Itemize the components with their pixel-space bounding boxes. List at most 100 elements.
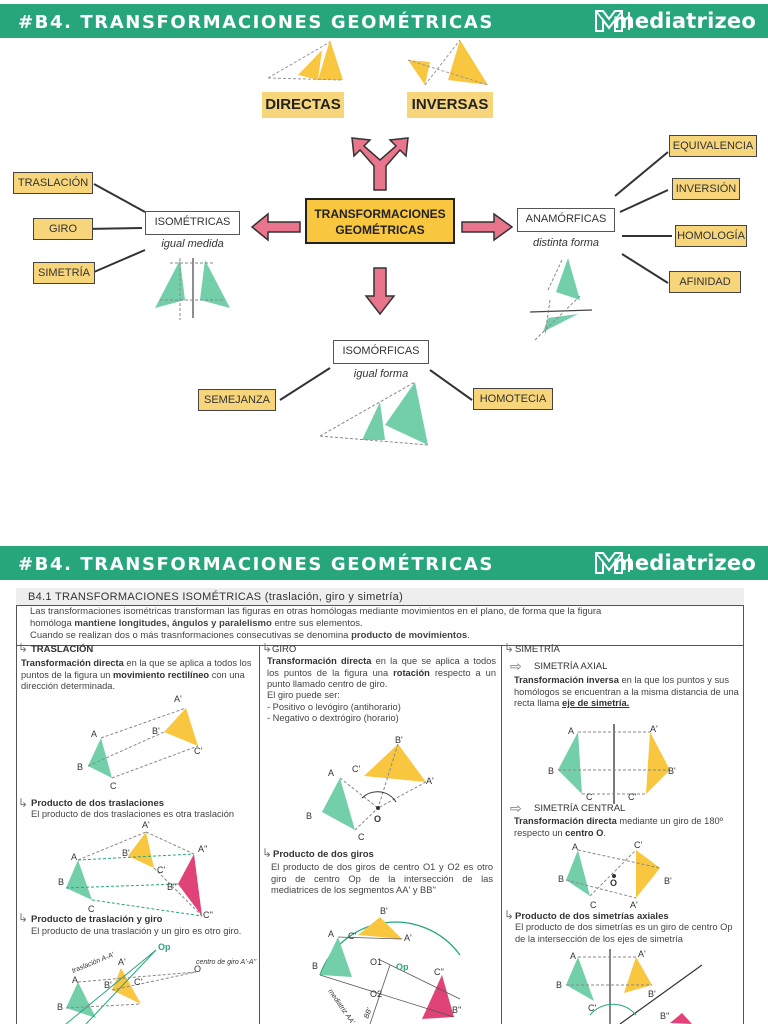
central-t2: mediante un giro de 180º respecto un	[514, 816, 724, 838]
pt-a1: A'	[650, 724, 658, 734]
inversas-label: INVERSAS	[407, 92, 493, 118]
giro-p1-title: Producto de dos giros	[273, 849, 374, 860]
header-separator-2	[628, 554, 630, 572]
section-arrow-icon: ↳	[504, 641, 515, 655]
giro-types: El giro puede ser: - Positivo o levógiro…	[267, 690, 496, 725]
pt-b: B	[306, 811, 312, 821]
pt-a: A	[91, 729, 97, 739]
arrow-right-icon	[461, 212, 514, 242]
central-title: SIMETRÍA CENTRAL	[534, 803, 626, 814]
axial-t1: Transformación inversa	[514, 675, 619, 685]
pt-a1: A'	[174, 694, 182, 704]
pt-b1: B'	[104, 980, 112, 990]
mediatriz-label: mediatriz AA'	[326, 988, 355, 1024]
intro2-b: mantiene longitudes, ángulos y paralelis…	[74, 618, 272, 629]
pt-c1: C'	[348, 931, 356, 941]
tras-p1-title: Producto de dos traslaciones	[31, 798, 165, 809]
simetria-axial-figure: A B C A' B' C'	[548, 724, 676, 804]
giro-center-label: centro de giro A'-A''	[196, 959, 257, 966]
section-arrow-icon: ↳	[504, 908, 515, 922]
op-label: Op	[158, 942, 171, 952]
tras-t4: con una dirección determinada.	[21, 669, 245, 692]
section-arrow-icon: ↳	[262, 641, 273, 655]
pt-c2: C''	[203, 910, 213, 920]
simetria-central-figure: A B C C' B' A' O	[558, 840, 672, 910]
tras-label: traslación A-A'	[71, 951, 116, 974]
pt-o: O	[374, 814, 381, 824]
giro-producto-figure: A B C' B' A' O1 Op O2 C'' B'' mediatriz …	[312, 906, 462, 1024]
semejanza-node: SEMEJANZA	[198, 389, 276, 411]
brand-name: mediatrizeo	[612, 9, 756, 33]
directas-label: DIRECTAS	[262, 92, 344, 118]
pt-a: A	[72, 975, 78, 985]
tras-t3: movimiento rectilíneo	[113, 669, 210, 680]
sim-p1-text: El producto de dos simetrías es un giro …	[515, 922, 733, 944]
column-giro	[260, 646, 502, 1024]
pt-b: B	[312, 961, 318, 971]
pt-a1: A'	[118, 957, 126, 967]
isometricas-node: ISOMÉTRICAS	[145, 211, 240, 235]
intro-line-3: Cuando se realizan dos o más trasnformac…	[30, 630, 730, 642]
pt-b: B	[57, 1002, 63, 1012]
central-text: Transformación directa mediante un giro …	[514, 816, 740, 839]
tras-p2-text: El producto de una traslación y un giro …	[31, 926, 242, 936]
axial-text: Transformación inversa en la que los pun…	[514, 675, 740, 710]
pt-c: C	[590, 900, 597, 910]
pt-a: A	[572, 842, 578, 852]
sim-p1-title: Producto de dos simetrías axiales	[515, 911, 669, 922]
intro2-c: entre sus elementos.	[271, 618, 363, 629]
giro-node: GIRO	[33, 218, 93, 240]
pt-a1: A'	[142, 820, 150, 830]
pt-b1: B'	[395, 735, 403, 745]
inversion-node: INVERSIÓN	[672, 178, 740, 200]
central-t3: centro O	[565, 827, 604, 838]
o-label: O	[194, 964, 201, 974]
section-title: B4.1 TRANSFORMACIONES ISOMÉTRICAS (trasl…	[16, 588, 744, 606]
section-arrow-icon: ↳	[18, 796, 29, 810]
section-arrow-icon: ↳	[262, 846, 273, 860]
afinidad-node: AFINIDAD	[669, 271, 741, 293]
column-traslacion	[16, 646, 260, 1024]
giro-t2: en la que se aplica a todos los puntos d…	[267, 656, 496, 678]
section-intro: Las transformaciones isométricas transfo…	[30, 606, 730, 642]
traslacion-figure: A B C A' B' C'	[77, 694, 202, 791]
isometricas-sub: igual medida	[161, 238, 224, 250]
pt-b2: B''	[452, 1005, 462, 1015]
giro-t7: - Negativo o dextrógiro (horario)	[267, 713, 399, 723]
arrow-left-icon	[250, 212, 301, 242]
simetria-producto-figure: A B C' A' B' B''	[556, 949, 703, 1024]
o2-label: O2	[370, 989, 382, 999]
pt-b2: B''	[167, 882, 177, 892]
traslacion-title: TRASLACIÓN	[31, 644, 94, 655]
pt-c1: C'	[134, 977, 142, 987]
pt-a1: A'	[404, 933, 412, 943]
isomorficas-node: ISOMÓRFICAS	[333, 340, 429, 364]
section-divider	[16, 645, 744, 646]
tras-t1: Transformación directa	[21, 658, 124, 668]
pt-b: B	[556, 980, 562, 990]
homotecia-node: HOMOTECIA	[473, 388, 553, 410]
mediatrizeo-logo-icon	[595, 10, 623, 32]
tras-p1-text: El producto de dos traslaciones es otra …	[31, 809, 235, 819]
central-t1: Transformación directa	[514, 816, 617, 826]
anamorficas-node: ANAMÓRFICAS	[517, 208, 615, 232]
intro3-c: .	[467, 630, 470, 641]
pt-c: C	[88, 904, 95, 914]
pt-c2: C''	[434, 967, 444, 977]
anamorficas-sub: distinta forma	[532, 237, 600, 249]
giro-t5: El giro puede ser:	[267, 690, 340, 700]
pt-b1: B'	[380, 906, 388, 916]
axial-t3: eje de simetría.	[562, 698, 630, 708]
pt-c1: C'	[628, 792, 636, 802]
header-bar: #B4. TRANSFORMACIONES GEOMÉTRICAS mediat…	[0, 4, 768, 38]
isomorficas-sub: igual forma	[353, 368, 409, 380]
pt-a: A	[328, 768, 334, 778]
header-bar-2: #B4. TRANSFORMACIONES GEOMÉTRICAS mediat…	[0, 546, 768, 580]
arrow-down-icon	[364, 267, 396, 316]
pt-a1: A'	[426, 776, 434, 786]
pt-c: C	[358, 832, 365, 842]
pt-a: A	[71, 852, 77, 862]
